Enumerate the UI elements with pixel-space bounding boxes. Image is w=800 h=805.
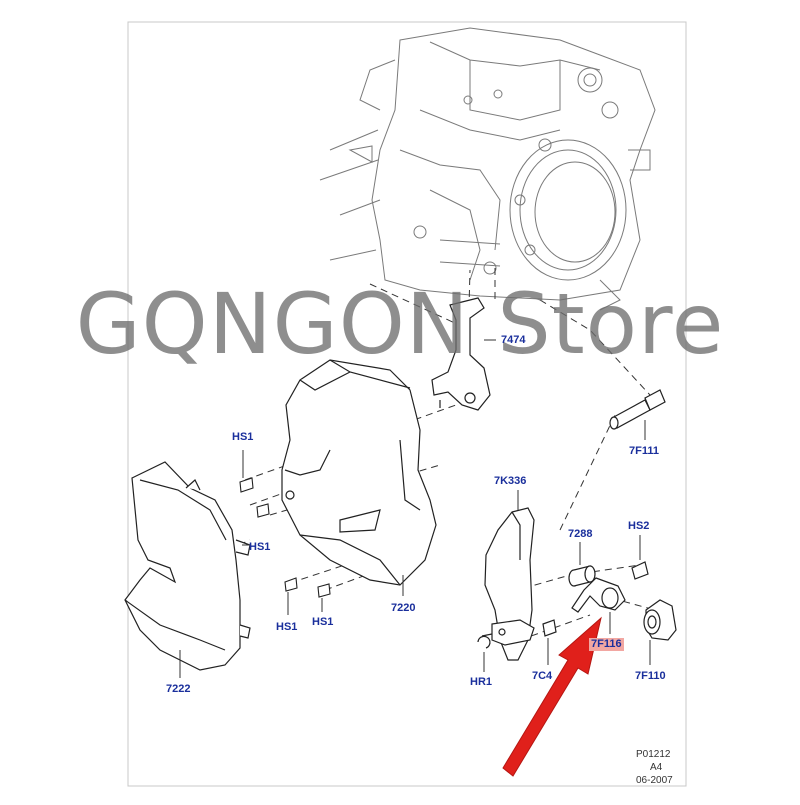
diagram-date: 06-2007	[636, 775, 673, 786]
clip-7c4	[542, 619, 557, 637]
cover-7220	[281, 359, 437, 586]
label-7222: 7222	[166, 683, 191, 695]
bushing-7288	[568, 565, 596, 587]
arm-7f116	[571, 577, 626, 613]
label-hr1: HR1	[470, 676, 493, 688]
leader-lines	[179, 339, 651, 678]
bracket-7474	[431, 297, 491, 411]
label-hs1-top: HS1	[232, 431, 254, 443]
label-hs2: HS2	[628, 520, 650, 532]
sheet-size: A4	[650, 762, 663, 773]
label-7220: 7220	[391, 602, 416, 614]
label-7f111: 7F111	[629, 445, 659, 457]
label-7474: 7474	[501, 334, 526, 346]
label-7f116-highlighted: 7F116	[589, 638, 624, 651]
label-7c4: 7C4	[532, 670, 553, 682]
transmission-housing	[319, 27, 656, 311]
diagram-frame	[127, 21, 687, 787]
screws-hs1	[239, 477, 331, 598]
clip-hr1	[477, 635, 491, 649]
label-7k336: 7K336	[494, 475, 527, 487]
shield-7222	[124, 461, 251, 671]
label-hs1-bottom-a: HS1	[276, 621, 298, 633]
label-hs1-bottom-b: HS1	[312, 616, 334, 628]
sensor-7f110	[643, 599, 677, 641]
screw-hs2	[631, 561, 649, 580]
label-7288: 7288	[568, 528, 593, 540]
label-7f110: 7F110	[635, 670, 666, 682]
stud-7f111	[609, 389, 666, 430]
label-hs1-left: HS1	[249, 541, 271, 553]
lever-7k336	[481, 507, 535, 661]
diagram-code: P01212	[636, 749, 671, 760]
watermark-text: GQNGON Store	[75, 275, 725, 373]
